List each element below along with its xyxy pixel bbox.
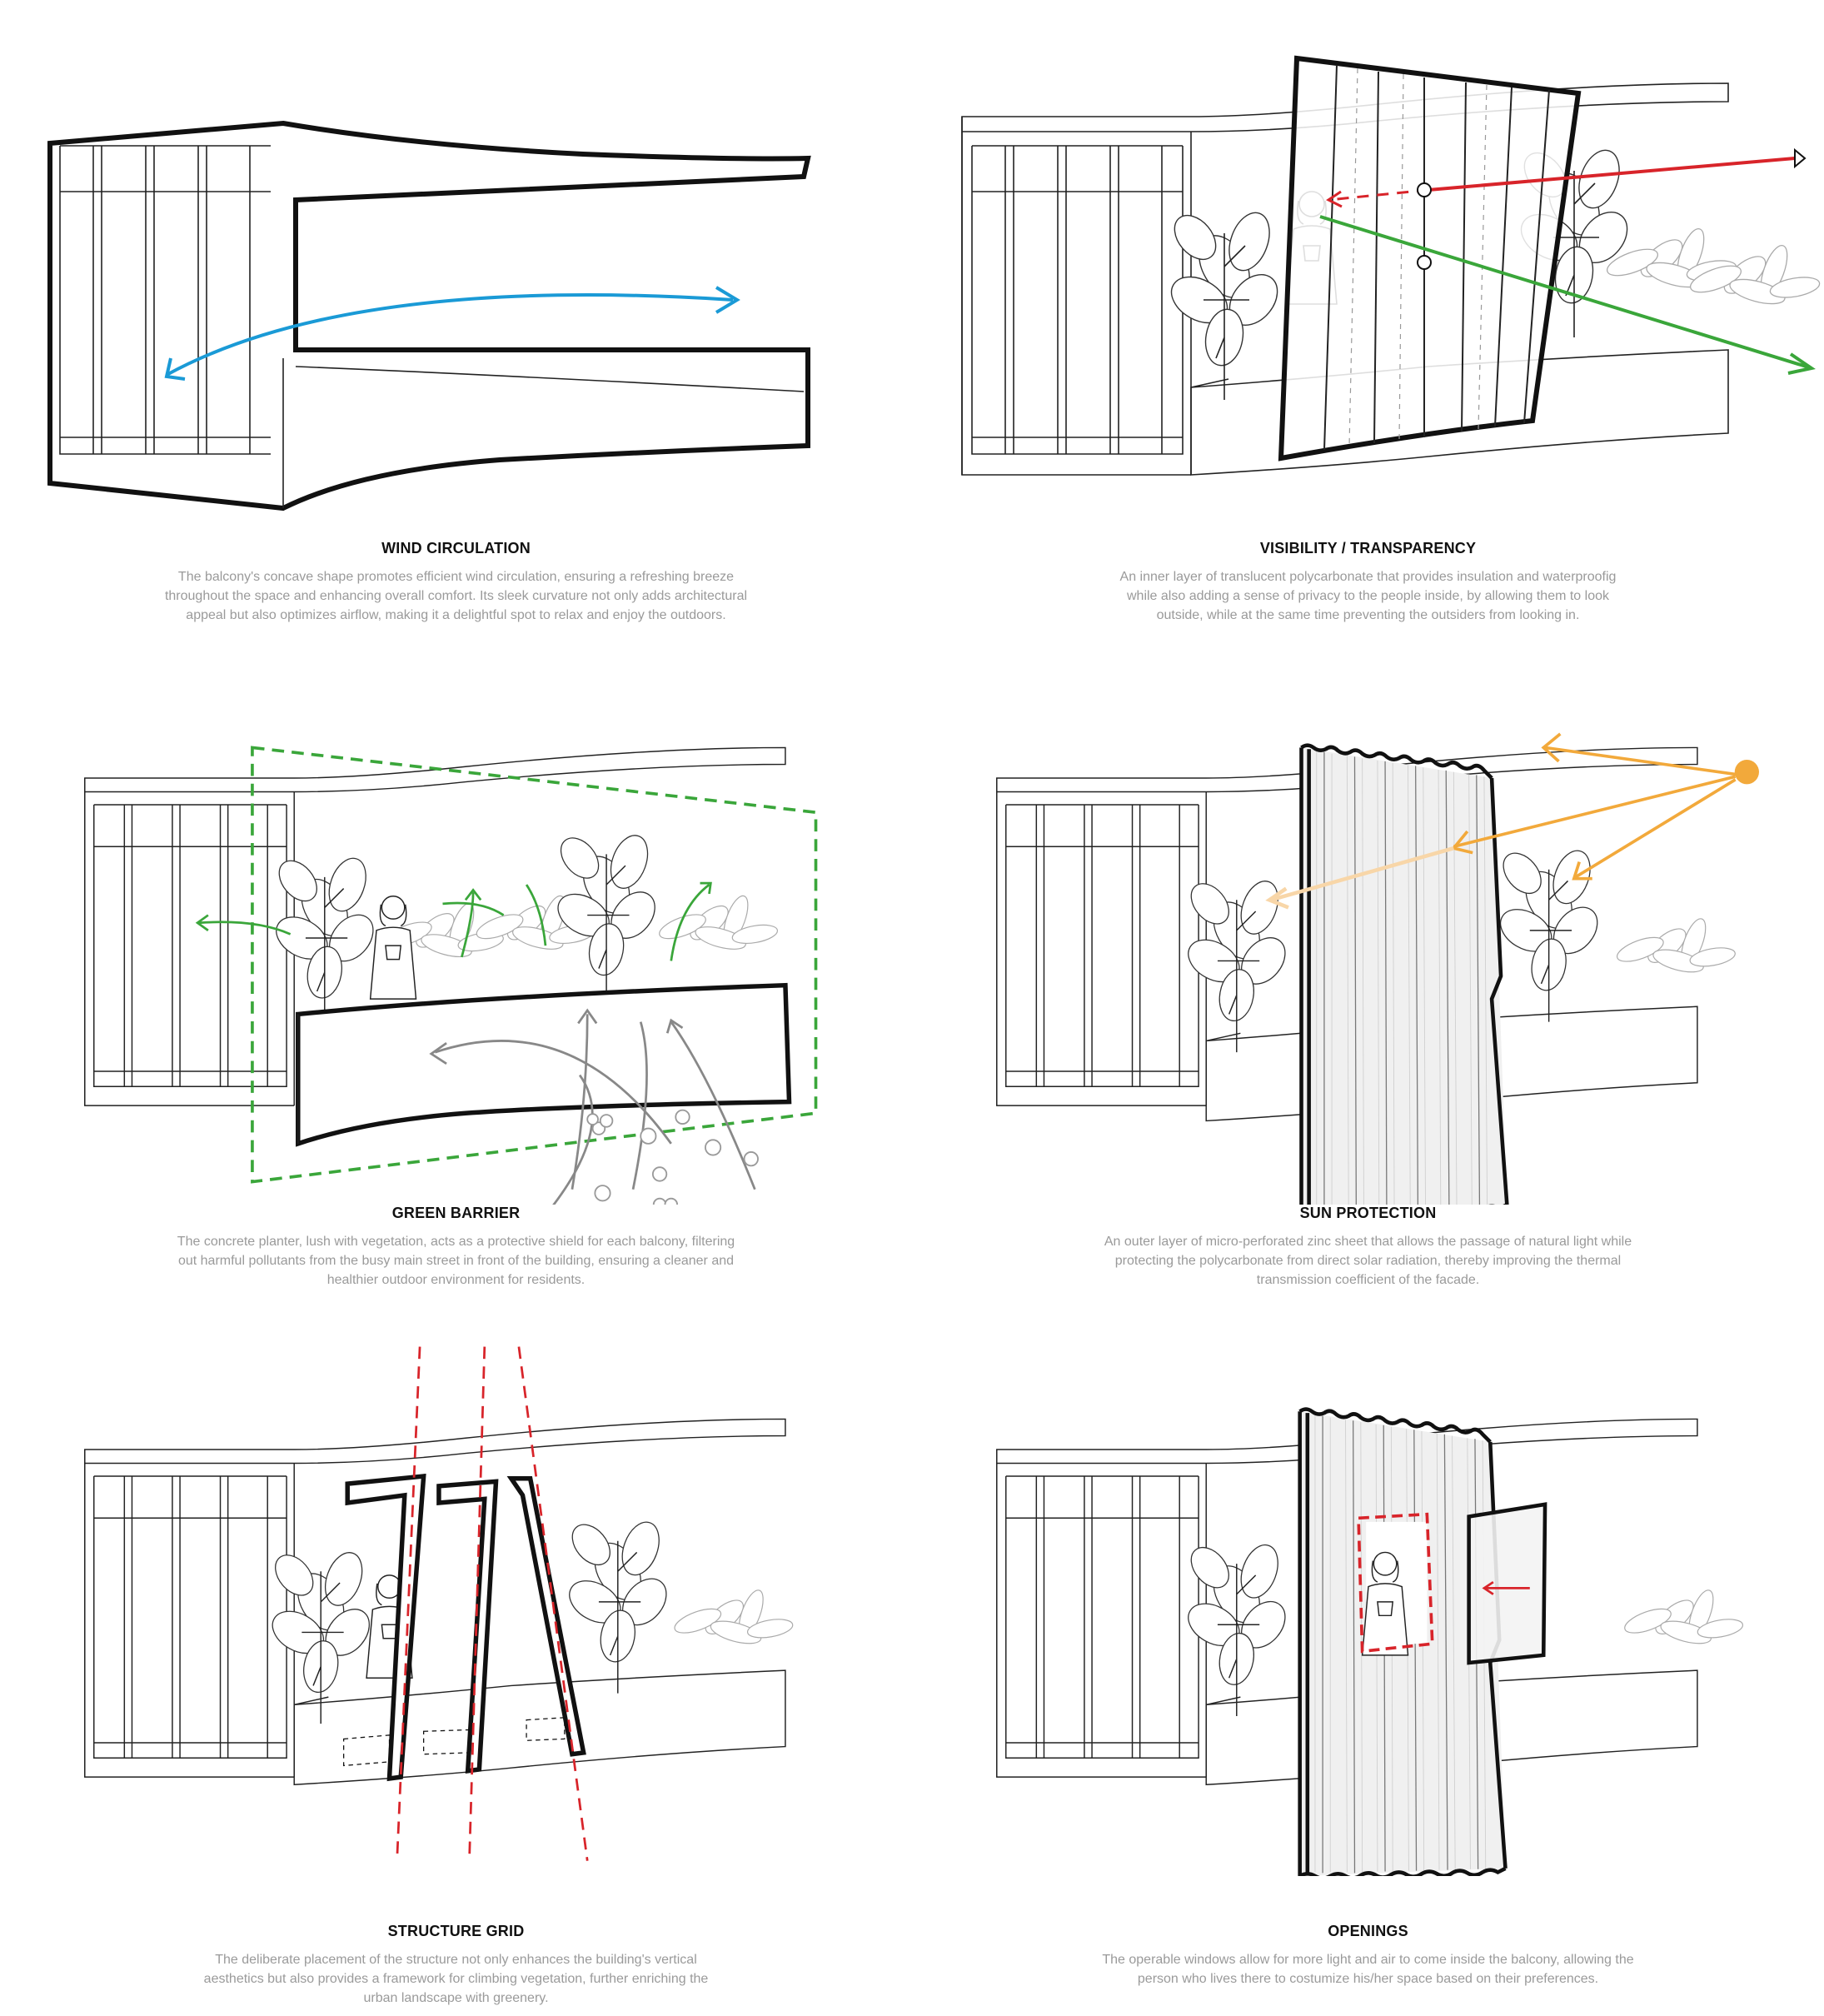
plant-icon — [550, 830, 665, 1008]
wind-arrow — [166, 293, 734, 377]
panel-description: An inner layer of translucent polycarbon… — [1119, 570, 1617, 622]
plant-icon — [1180, 1539, 1295, 1717]
plant-icon — [1687, 242, 1822, 310]
sun-ray-arrows — [1451, 732, 1737, 881]
visible-view-line — [1319, 215, 1812, 370]
pollutant-particle-icon — [586, 1109, 759, 1205]
panel-description: The operable windows allow for more ligh… — [1102, 1953, 1634, 1986]
panel-green-barrier: GREEN BARRIER The concrete planter, lush… — [0, 671, 912, 1343]
panel-structure-grid: STRUCTURE GRID The deliberate placement … — [0, 1343, 912, 2014]
clean-air-arrows — [195, 881, 712, 961]
concrete-planter — [296, 982, 792, 1147]
green-barrier-diagram — [84, 746, 818, 1205]
plant-icon — [1621, 1586, 1745, 1649]
person-icon — [369, 895, 417, 1000]
panel-description: The balcony's concave shape promotes eff… — [164, 570, 748, 622]
panel-description: The deliberate placement of the structur… — [203, 1953, 709, 2005]
balcony-frame — [84, 1418, 786, 1778]
blocked-view-line — [1428, 157, 1796, 192]
sun-protection-diagram — [996, 732, 1759, 1205]
panel-title: GREEN BARRIER — [391, 1205, 521, 1221]
panel-description: An outer layer of micro-perforated zinc … — [1104, 1235, 1632, 1287]
visibility-diagram — [961, 55, 1822, 476]
plant-icon — [1613, 915, 1737, 977]
plant-icon — [1493, 845, 1607, 1023]
barrier-dashed-outline — [251, 746, 818, 1184]
eye-icon — [1794, 147, 1807, 169]
panel-visibility-transparency: VISIBILITY / TRANSPARENCY An inner layer… — [912, 0, 1824, 671]
plant-icon — [561, 1516, 676, 1694]
plant-icon — [268, 852, 383, 1030]
pollution-arrows — [429, 1008, 756, 1205]
structure-grid-diagram — [84, 1346, 795, 1861]
panel-title: STRUCTURE GRID — [387, 1923, 525, 1939]
panel-sun-protection: SUN PROTECTION An outer layer of micro-p… — [912, 671, 1824, 1343]
balcony-frame — [59, 145, 271, 455]
planter — [293, 1669, 786, 1786]
panel-description: The concrete planter, lush with vegetati… — [177, 1235, 735, 1287]
plant-icon — [670, 1586, 795, 1649]
plant-icon — [1163, 206, 1288, 401]
filtered-light-arrow — [1270, 846, 1454, 902]
wind-circulation-diagram — [47, 120, 811, 511]
structure-axis-lines — [396, 1346, 589, 1861]
panel-wind-circulation: WIND CIRCULATION The balcony's concave s… — [0, 0, 912, 671]
panel-title: SUN PROTECTION — [1299, 1205, 1437, 1221]
panel-openings: OPENINGS The operable windows allow for … — [912, 1343, 1824, 2014]
panel-title: OPENINGS — [1328, 1923, 1408, 1939]
plant-icon — [264, 1546, 379, 1724]
sliding-window-panel — [1467, 1502, 1547, 1665]
openings-diagram — [996, 1343, 1745, 1876]
panel-title: VISIBILITY / TRANSPARENCY — [1259, 540, 1477, 556]
panel-title: WIND CIRCULATION — [381, 540, 531, 556]
perforated-zinc-panel — [1302, 746, 1508, 1205]
sun-icon — [1734, 760, 1759, 785]
balcony-concave-outline — [47, 120, 811, 511]
